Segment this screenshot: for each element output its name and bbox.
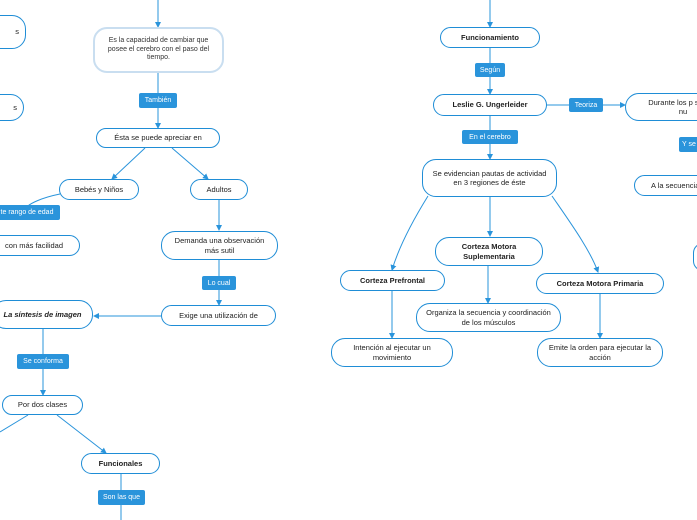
label-y-se: Y se [679,137,697,152]
connector-line [551,195,600,273]
label-tambien: También [139,93,177,108]
node-edge-mid-text: s [13,102,17,112]
node-prefrontal[interactable]: Corteza Prefrontal [340,270,445,291]
node-edge-top-text: s [15,27,19,37]
node-dos-clases[interactable]: Por dos clases [2,395,83,415]
connector-line [171,147,209,180]
label-son-las-que: Son las que [98,490,145,505]
label-rango-edad: te rango de edad [0,205,60,220]
node-leslie[interactable]: Leslie G. Ungerleider [433,94,547,116]
node-funcionales[interactable]: Funcionales [81,453,160,474]
node-capacidad[interactable]: Es la capacidad de cambiar que posee el … [93,27,224,73]
node-facilidad[interactable]: con más facilidad [0,235,80,256]
node-funcionamiento[interactable]: Funcionamiento [440,27,540,48]
node-bebes[interactable]: Bebés y Niños [59,179,139,200]
label-segun: Según [475,63,505,77]
node-sintesis[interactable]: La síntesis de imagen [0,300,93,329]
node-primaria[interactable]: Corteza Motora Primaria [536,273,664,294]
label-lo-cual: Lo cual [202,276,236,290]
node-secuencia-edge[interactable]: A la secuencia [634,175,697,196]
node-emite[interactable]: Emite la orden para ejecutar la acción [537,338,663,367]
label-se-conforma: Se conforma [17,354,69,369]
node-adultos[interactable]: Adultos [190,179,248,200]
node-apreciar[interactable]: Ésta se puede apreciar en [96,128,220,148]
node-organiza[interactable]: Organiza la secuencia y coordinación de … [416,303,561,332]
connector-line [390,195,429,271]
node-intencion[interactable]: Intención al ejecutar un movimiento [331,338,453,367]
node-durante[interactable]: Durante los p surgen nu [625,93,697,121]
node-pautas[interactable]: Se evidencian pautas de actividad en 3 r… [422,159,557,197]
node-exige[interactable]: Exige una utilización de [161,305,276,326]
label-teoriza: Teoriza [569,98,603,112]
node-edge-top: s [0,15,26,49]
label-en-cerebro: En el cerebro [462,130,518,144]
connector-line [111,147,146,180]
connector-line [56,414,107,454]
node-edge-mid: s [0,94,24,121]
connector-line [0,414,29,433]
node-demanda[interactable]: Demanda una observación más sutil [161,231,278,260]
node-suplementaria[interactable]: Corteza Motora Suplementaria [435,237,543,266]
